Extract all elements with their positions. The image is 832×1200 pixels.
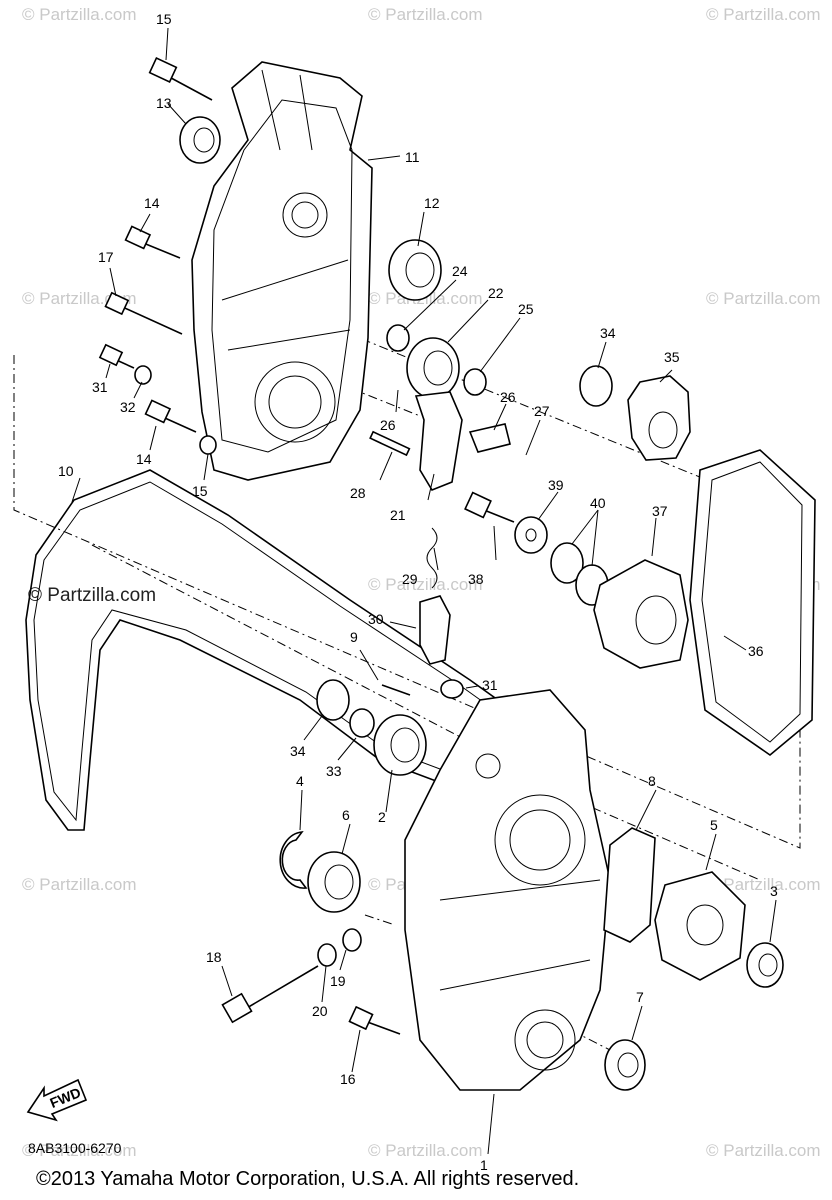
callout-6: 6 <box>342 807 350 823</box>
callout-3: 3 <box>770 883 778 899</box>
chain-case-lower <box>404 689 611 1091</box>
callout-13: 13 <box>156 95 172 111</box>
callout-33: 33 <box>326 763 342 779</box>
callout-36: 36 <box>748 643 764 659</box>
callout-29: 30 <box>368 611 384 627</box>
watermark: © Partzilla.com <box>22 875 137 894</box>
chain-case-cover-upper <box>191 61 373 481</box>
watermark: © Partzilla.com <box>22 5 137 24</box>
fwd-arrow-icon: FWD <box>26 1078 88 1122</box>
watermark: © Partzilla.com <box>22 1141 137 1160</box>
callout-19: 18 <box>206 949 222 965</box>
callout-26: 27 <box>534 403 550 419</box>
bearings <box>134 116 784 1091</box>
callout-32: 32 <box>120 399 136 415</box>
diagram-code: 8AB3100-6270 <box>28 1140 122 1156</box>
callout-23: 22 <box>488 285 504 301</box>
callout-22: 21 <box>390 507 406 523</box>
callout-5: 5 <box>710 817 718 833</box>
callout-25: 26 <box>500 389 516 405</box>
callout-34: 34 <box>290 743 306 759</box>
callout-35: 35 <box>664 349 680 365</box>
callout-11: 11 <box>405 149 420 165</box>
callout-14: 14 <box>136 451 152 467</box>
bolts <box>98 57 515 1035</box>
watermark-focus: © Partzilla.com <box>28 585 156 606</box>
callout-20: 19 <box>330 973 346 989</box>
watermark: © Partzilla.com <box>706 1141 821 1160</box>
callout-28: 29 <box>402 571 418 587</box>
callout-21: 20 <box>312 1003 328 1019</box>
callout-10: 10 <box>58 463 74 479</box>
callout-4: 4 <box>296 773 304 789</box>
callout-37: 37 <box>652 503 668 519</box>
callout-9: 9 <box>350 629 358 645</box>
callout-40: 40 <box>590 495 606 511</box>
callout-30: 31 <box>482 677 498 693</box>
watermark: © Partzilla.com <box>368 5 483 24</box>
callout-31: 31 <box>92 379 108 395</box>
callout-labels: 11 12 22 24 25 34 35 26 27 26 21 28 39 4… <box>58 11 778 1173</box>
watermark: © Partzilla.com <box>706 289 821 308</box>
watermark: © Partzilla.com <box>368 1141 483 1160</box>
callout-17: 16 <box>340 1071 356 1087</box>
callout-39: 39 <box>548 477 564 493</box>
leader-lines <box>71 27 777 1155</box>
callout-12: 12 <box>424 195 440 211</box>
callout-24: 24 <box>452 263 468 279</box>
callout-15: 15 <box>156 11 172 27</box>
callout-26: 26 <box>380 417 396 433</box>
callout-1: 1 <box>480 1157 488 1173</box>
watermark: © Partzilla.com <box>368 575 483 594</box>
callout-18: 17 <box>98 249 114 265</box>
callout-8: 8 <box>648 773 656 789</box>
callout-16: 15 <box>192 483 208 499</box>
callout-27: 28 <box>350 485 366 501</box>
callout-14: 14 <box>144 195 160 211</box>
watermark: © Partzilla.com <box>706 5 821 24</box>
gears-and-chain <box>369 375 816 981</box>
watermark: © Partzilla.com <box>706 875 821 894</box>
callout-2: 2 <box>378 809 386 825</box>
copyright-notice: ©2013 Yamaha Motor Corporation, U.S.A. A… <box>36 1168 580 1190</box>
gasket <box>25 469 549 831</box>
callout-34: 34 <box>600 325 616 341</box>
callout-24: 25 <box>518 301 534 317</box>
callout-7: 7 <box>636 989 644 1005</box>
callout-38: 38 <box>468 571 484 587</box>
